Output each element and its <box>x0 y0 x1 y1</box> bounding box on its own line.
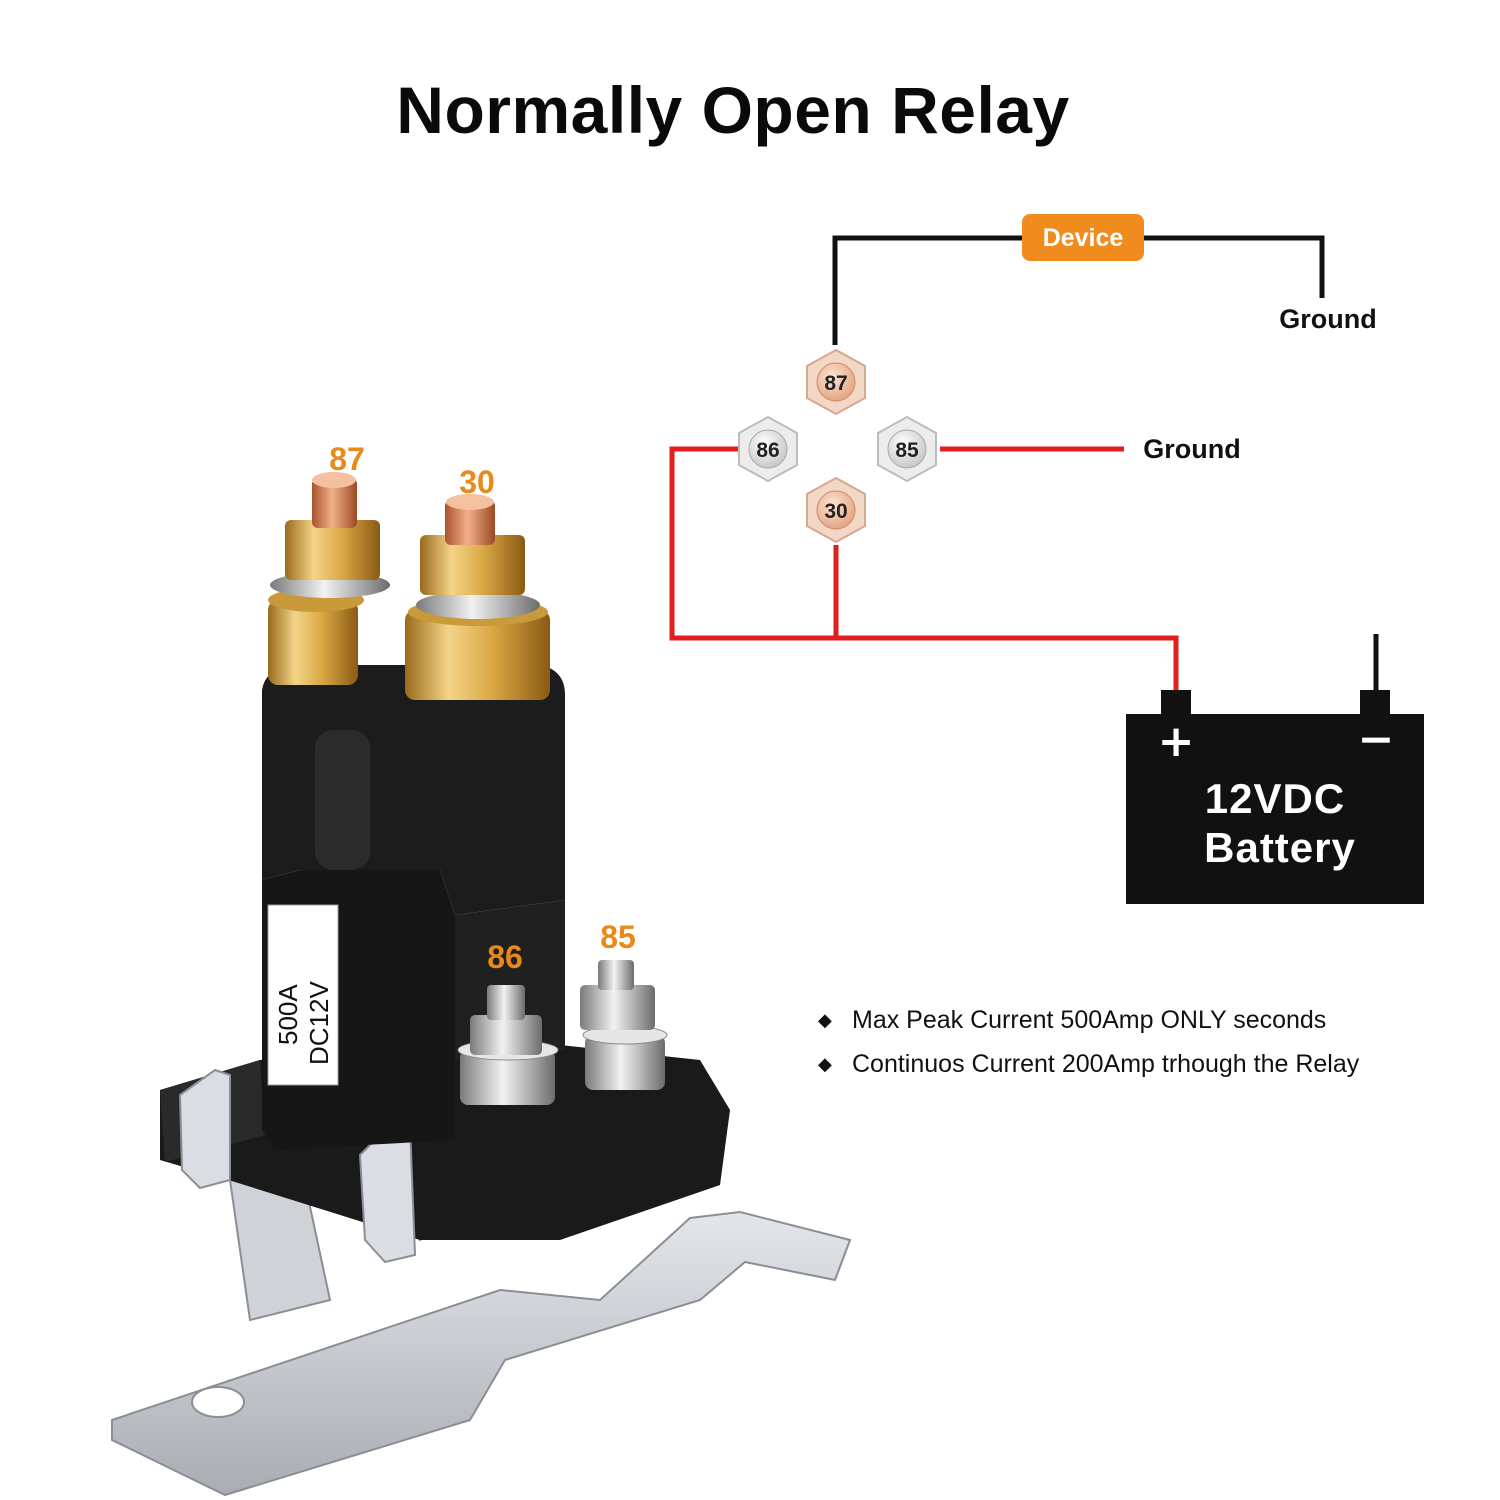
page-title: Normally Open Relay <box>396 73 1070 147</box>
pin-85: 85 <box>877 415 937 483</box>
photo-label-86: 86 <box>487 939 523 975</box>
photo-label-87: 87 <box>329 441 365 477</box>
case-label-500a: 500A <box>273 984 303 1045</box>
diamond-bullet-icon: ◆ <box>818 1054 832 1074</box>
pin-30-label: 30 <box>824 500 847 523</box>
terminal-86-post <box>457 985 559 1105</box>
wiring-diagram: Device Ground Ground 87 86 85 30 <box>669 214 1424 904</box>
mounting-bracket <box>111 1210 852 1497</box>
pin-86: 86 <box>738 415 798 483</box>
pin-87-label: 87 <box>824 372 847 395</box>
spec-item: ◆ Continuos Current 200Amp trhough the Re… <box>818 1044 1359 1088</box>
spec-list: ◆ Max Peak Current 500Amp ONLY seconds ◆ C… <box>818 1000 1359 1088</box>
battery: + − 12VDC Battery <box>1126 634 1424 904</box>
pin-85-label: 85 <box>895 439 919 462</box>
relay-photo: 500A DC12V <box>111 441 852 1497</box>
photo-label-85: 85 <box>600 919 636 955</box>
red-wire-86-loop <box>669 446 1179 690</box>
pin-87: 87 <box>806 348 866 416</box>
spec-item: ◆ Max Peak Current 500Amp ONLY seconds <box>818 1000 1359 1044</box>
pin-30: 30 <box>806 476 866 544</box>
terminal-85-post <box>580 960 668 1090</box>
battery-plus: + <box>1158 716 1195 767</box>
case-label <box>267 904 339 1086</box>
terminal-30-post <box>405 494 550 700</box>
case-label-dc12v: DC12V <box>304 981 334 1065</box>
battery-name: Battery <box>1204 824 1356 871</box>
device-badge: Device <box>1022 214 1144 261</box>
battery-minus: − <box>1358 714 1395 765</box>
terminal-87-post <box>268 472 390 685</box>
spec-text: Max Peak Current 500Amp ONLY seconds <box>852 1006 1327 1034</box>
diamond-bullet-icon: ◆ <box>818 1010 832 1030</box>
ground-label-middle: Ground <box>1143 434 1240 464</box>
spec-text: Continuos Current 200Amp trhough the Rel… <box>852 1050 1360 1078</box>
battery-voltage: 12VDC <box>1205 775 1345 822</box>
ground-label-top: Ground <box>1279 304 1376 334</box>
photo-label-30: 30 <box>459 464 495 500</box>
pin-86-label: 86 <box>756 439 779 462</box>
device-label: Device <box>1043 224 1124 252</box>
